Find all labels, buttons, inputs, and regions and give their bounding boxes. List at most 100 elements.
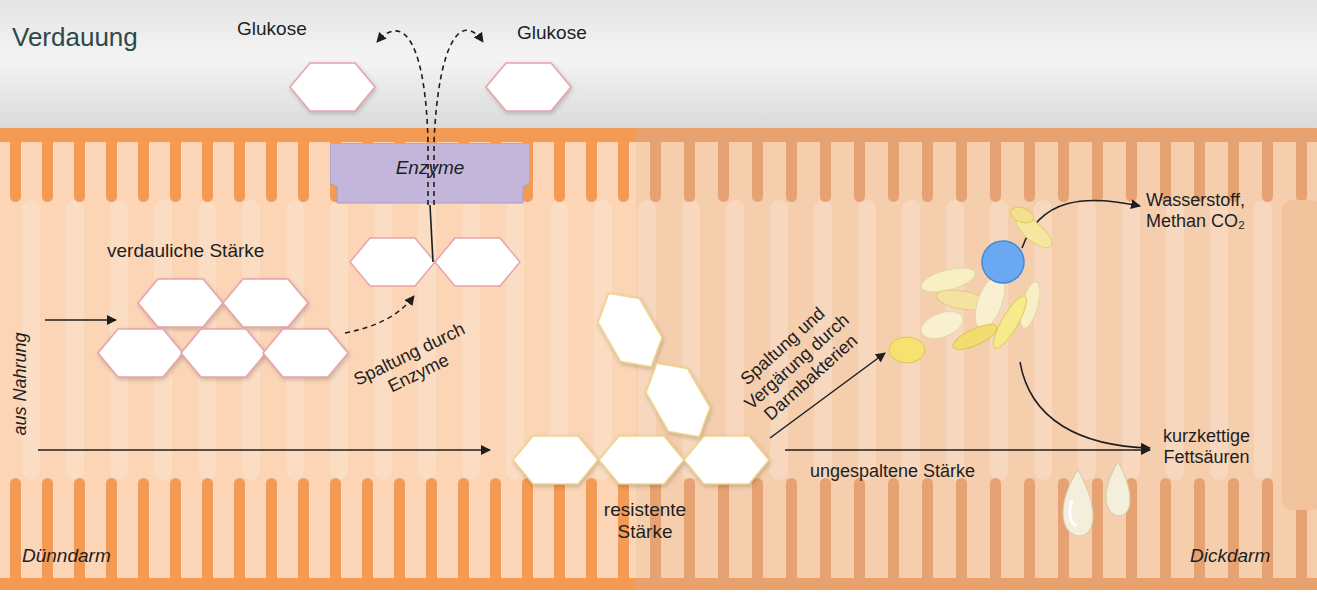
villus-stripe xyxy=(1254,200,1272,480)
node-text: verdauliche Stärke xyxy=(107,240,264,262)
villus-groove xyxy=(42,130,53,202)
hexagon xyxy=(435,238,520,286)
enzyme-split-arrow xyxy=(345,296,414,333)
bottom-margin xyxy=(0,590,1317,596)
region-label: Dünndarm xyxy=(22,545,111,566)
glucose-node: Glukose xyxy=(483,16,613,110)
villus-groove xyxy=(106,478,117,586)
villus-groove xyxy=(990,478,1001,586)
villus-groove xyxy=(554,478,565,586)
mucosa-strip xyxy=(636,578,1317,592)
villus-groove xyxy=(266,130,277,202)
villus-groove xyxy=(458,478,469,586)
villus-groove xyxy=(1296,130,1307,202)
mucosa-strip xyxy=(0,578,636,592)
villus-groove xyxy=(1262,478,1273,586)
villus-stripe xyxy=(506,200,524,480)
starch-arrow xyxy=(785,449,1150,451)
intestine-end xyxy=(1282,200,1317,510)
fatty-acid-drops xyxy=(1063,462,1130,536)
starch-hexagon xyxy=(97,328,184,378)
villus-groove xyxy=(990,130,1001,202)
villus-groove xyxy=(106,130,117,202)
starch-hexagon xyxy=(137,278,224,328)
villus-groove xyxy=(618,130,629,202)
lumen-band xyxy=(0,0,1317,130)
villus-groove xyxy=(786,130,797,202)
villus-groove xyxy=(362,478,373,586)
digestible-starch: verdauliche Stärke xyxy=(95,236,355,381)
villus-groove xyxy=(554,130,565,202)
villus-groove xyxy=(1126,130,1137,202)
hexagon xyxy=(181,329,266,377)
villus-groove xyxy=(234,478,245,586)
hexagon xyxy=(486,63,571,111)
villus-groove xyxy=(10,478,21,586)
villus-groove xyxy=(234,130,245,202)
villus-groove xyxy=(1262,130,1273,202)
food-arrow xyxy=(38,449,490,451)
villi xyxy=(0,128,1317,592)
villus-groove xyxy=(394,478,405,586)
villus-groove xyxy=(586,130,597,202)
villus-groove xyxy=(854,478,865,586)
split-line xyxy=(430,205,433,262)
product-label: Wasserstoff, Methan CO₂ xyxy=(1146,190,1245,232)
enzyme-outline xyxy=(330,143,530,203)
villus-groove xyxy=(1160,478,1171,586)
node-text: resistente Stärke xyxy=(590,499,700,543)
hexagon xyxy=(223,279,308,327)
node-text: Enzyme xyxy=(330,157,530,179)
product-label: kurzkettige Fettsäuren xyxy=(1163,426,1250,468)
bacterium xyxy=(988,292,1032,352)
hexagon xyxy=(599,436,684,484)
resistant-starch: resistente Stärke xyxy=(505,285,775,560)
mucosa-strip xyxy=(636,128,1317,142)
hexagon xyxy=(290,63,375,111)
villus-groove xyxy=(298,130,309,202)
starch-hexagon xyxy=(180,328,267,378)
villus-groove xyxy=(298,478,309,586)
hexagon xyxy=(684,436,769,484)
glucose-node: Glukose xyxy=(237,16,377,110)
villus-groove xyxy=(956,130,967,202)
villus-groove xyxy=(138,130,149,202)
villus-groove xyxy=(922,478,933,586)
node-text: Glukose xyxy=(237,18,307,40)
gut-bacteria xyxy=(889,204,1057,363)
villus-stripe xyxy=(1122,200,1140,480)
villus-stripe xyxy=(682,200,700,480)
villus-groove xyxy=(1092,130,1103,202)
villus-groove xyxy=(170,478,181,586)
villus-groove xyxy=(74,130,85,202)
villus-groove xyxy=(42,478,53,586)
hexagon xyxy=(636,351,720,449)
starch-hexagon xyxy=(598,435,685,485)
villus-groove xyxy=(170,130,181,202)
villus-groove xyxy=(752,478,763,586)
bacterium xyxy=(982,241,1024,283)
villus-groove xyxy=(1024,478,1035,586)
hexagon xyxy=(98,329,183,377)
hexagon xyxy=(513,436,598,484)
starch-hexagon xyxy=(683,435,770,485)
mucosa-strip xyxy=(0,128,636,142)
villus-groove xyxy=(426,478,437,586)
bacterium xyxy=(889,337,925,363)
starch-hexagon xyxy=(585,285,675,375)
drop xyxy=(1106,462,1130,516)
hexagon xyxy=(350,238,435,286)
villus-groove xyxy=(1228,478,1239,586)
villus-groove xyxy=(684,478,695,586)
villus-groove xyxy=(684,130,695,202)
villus-groove xyxy=(522,478,533,586)
villus-groove xyxy=(786,478,797,586)
villus-groove xyxy=(752,130,763,202)
villus-groove xyxy=(650,130,661,202)
villus-groove xyxy=(820,478,831,586)
bacterium xyxy=(1008,204,1035,225)
hexagon xyxy=(263,329,348,377)
villus-groove xyxy=(1058,130,1069,202)
starch-hexagon xyxy=(222,278,309,328)
